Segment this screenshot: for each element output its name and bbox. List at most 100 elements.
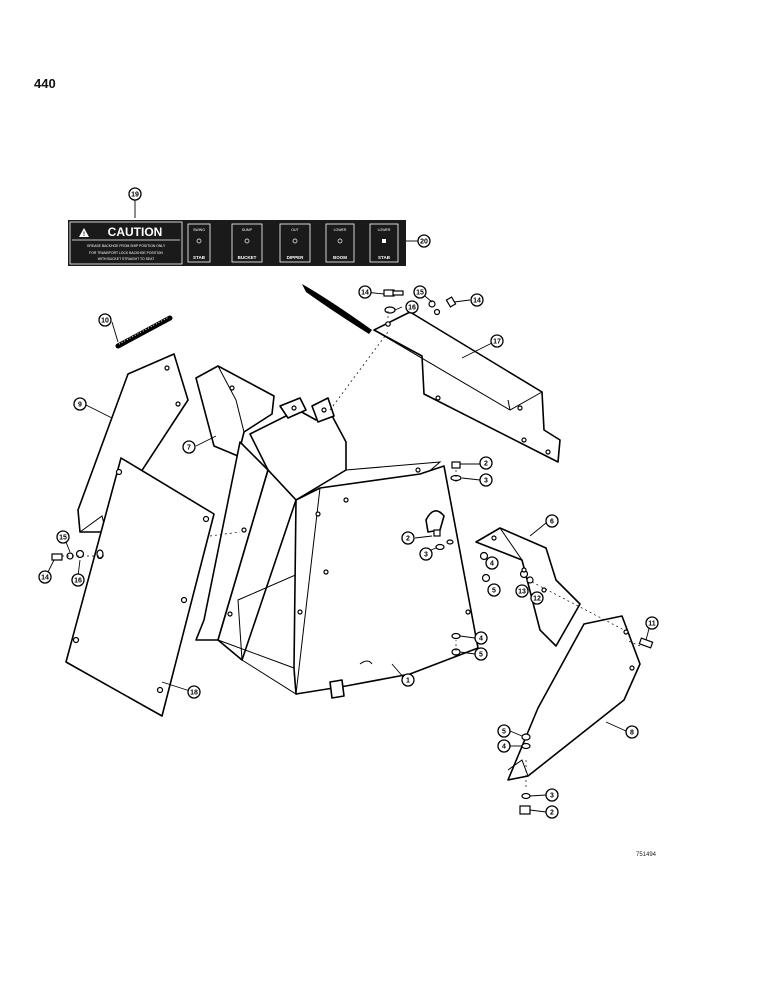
callout-4-bottom: 4 xyxy=(497,739,511,753)
svg-text:1: 1 xyxy=(406,678,410,685)
svg-text:3: 3 xyxy=(484,478,488,485)
rod-part-10 xyxy=(115,315,173,349)
control-cell-3: LOWER BOOM xyxy=(325,223,355,263)
callout-2-top: 2 xyxy=(479,456,493,470)
caution-line-2: FOR TRANSPORT LOCK BACKHOE POSITION xyxy=(89,251,163,255)
caution-heading: CAUTION xyxy=(108,225,163,239)
bracket-7 xyxy=(195,365,275,457)
svg-text:5: 5 xyxy=(479,652,483,659)
svg-text:8: 8 xyxy=(630,730,634,737)
svg-text:16: 16 xyxy=(74,578,82,585)
bracket-6 xyxy=(475,527,581,647)
callout-5-bracket: 5 xyxy=(487,583,501,597)
callout-15-left: 15 xyxy=(56,530,70,544)
callout-16-top: 16 xyxy=(405,300,419,314)
svg-text:18: 18 xyxy=(190,690,198,697)
svg-text:3: 3 xyxy=(550,793,554,800)
svg-text:4: 4 xyxy=(490,561,494,568)
warning-triangle-icon xyxy=(79,228,89,237)
svg-text:!: ! xyxy=(83,232,85,238)
svg-text:2: 2 xyxy=(484,461,488,468)
callout-12: 12 xyxy=(530,591,544,605)
callout-15-top: 15 xyxy=(413,285,427,299)
callout-2-bottom: 2 xyxy=(545,805,559,819)
control-cell-0: SWING STAB xyxy=(187,223,211,263)
svg-text:10: 10 xyxy=(101,318,109,325)
svg-text:BUCKET: BUCKET xyxy=(238,255,257,260)
control-cell-4: LOWER STAB xyxy=(369,223,399,263)
control-cell-2: OUT DIPPER xyxy=(279,223,311,263)
callout-2-frame: 2 xyxy=(401,531,415,545)
control-decal: SWING STAB DUMP BUCKET OUT DIPPER LOWER … xyxy=(184,220,406,266)
callout-11: 11 xyxy=(645,616,659,630)
svg-text:7: 7 xyxy=(187,445,191,452)
svg-text:STAB: STAB xyxy=(193,255,206,260)
svg-text:5: 5 xyxy=(492,588,496,595)
callout-4-bracket: 4 xyxy=(485,556,499,570)
drawing-number: 751494 xyxy=(636,852,657,858)
svg-text:STAB: STAB xyxy=(378,255,391,260)
svg-text:4: 4 xyxy=(502,744,506,751)
svg-text:15: 15 xyxy=(416,290,424,297)
callout-1: 1 xyxy=(401,673,415,687)
caution-line-3: WITH BUCKET STRAIGHT TO SEAT xyxy=(98,257,154,261)
svg-text:SWING: SWING xyxy=(193,228,205,232)
svg-text:2: 2 xyxy=(550,810,554,817)
callout-19-decal: 19 xyxy=(128,187,142,201)
caution-decal: ! CAUTION GREASE BACKHOE FROM SHIP POSIT… xyxy=(68,220,184,266)
callout-14-left: 14 xyxy=(38,570,52,584)
svg-text:LOWER: LOWER xyxy=(334,228,347,232)
svg-text:15: 15 xyxy=(59,535,67,542)
callout-18-panel: 18 xyxy=(187,685,201,699)
callout-5-bottom: 5 xyxy=(497,724,511,738)
callout-3-frame: 3 xyxy=(419,547,433,561)
hardware xyxy=(51,289,654,815)
svg-text:12: 12 xyxy=(533,596,541,603)
assembly-lines xyxy=(62,310,641,790)
callout-5-mid: 5 xyxy=(474,647,488,661)
svg-text:19: 19 xyxy=(131,192,139,199)
callout-6: 6 xyxy=(545,514,559,528)
callout-labels: 19 20 10 9 7 17 1 18 6 8 11 2 3 2 3 4 5 … xyxy=(38,187,659,819)
callout-16-left: 16 xyxy=(71,573,85,587)
callout-14-top-right: 14 xyxy=(470,293,484,307)
control-cell-1: DUMP BUCKET xyxy=(231,223,263,263)
svg-text:DUMP: DUMP xyxy=(242,228,253,232)
page-number: 440 xyxy=(34,76,56,91)
svg-text:5: 5 xyxy=(502,729,506,736)
svg-text:LOWER: LOWER xyxy=(378,228,391,232)
seat-edge xyxy=(302,284,372,334)
callout-3-bottom: 3 xyxy=(545,788,559,802)
svg-text:20: 20 xyxy=(420,239,428,246)
callout-4-mid: 4 xyxy=(474,631,488,645)
callout-14-top-left: 14 xyxy=(358,285,372,299)
svg-text:14: 14 xyxy=(473,298,481,305)
svg-text:13: 13 xyxy=(518,589,526,596)
callout-13: 13 xyxy=(515,584,529,598)
main-frame-1 xyxy=(195,397,479,699)
callout-3-top: 3 xyxy=(479,473,493,487)
svg-text:16: 16 xyxy=(408,305,416,312)
svg-text:9: 9 xyxy=(78,402,82,409)
callout-10-rod: 10 xyxy=(98,313,112,327)
callout-7: 7 xyxy=(182,440,196,454)
cover-plate-17 xyxy=(373,311,561,463)
svg-text:4: 4 xyxy=(479,636,483,643)
svg-text:17: 17 xyxy=(493,339,501,346)
svg-text:14: 14 xyxy=(361,290,369,297)
callout-17: 17 xyxy=(490,334,504,348)
side-panel-8 xyxy=(507,615,641,781)
caution-line-1: GREASE BACKHOE FROM SHIP POSITION ONLY xyxy=(87,244,166,248)
callout-8: 8 xyxy=(625,725,639,739)
callout-9: 9 xyxy=(73,397,87,411)
svg-text:BOOM: BOOM xyxy=(333,255,347,260)
svg-text:6: 6 xyxy=(550,519,554,526)
svg-text:2: 2 xyxy=(406,536,410,543)
svg-text:11: 11 xyxy=(648,621,656,628)
svg-text:14: 14 xyxy=(41,575,49,582)
svg-text:DIPPER: DIPPER xyxy=(287,255,305,260)
svg-text:3: 3 xyxy=(424,552,428,559)
svg-text:OUT: OUT xyxy=(291,228,299,232)
callout-20: 20 xyxy=(417,234,431,248)
